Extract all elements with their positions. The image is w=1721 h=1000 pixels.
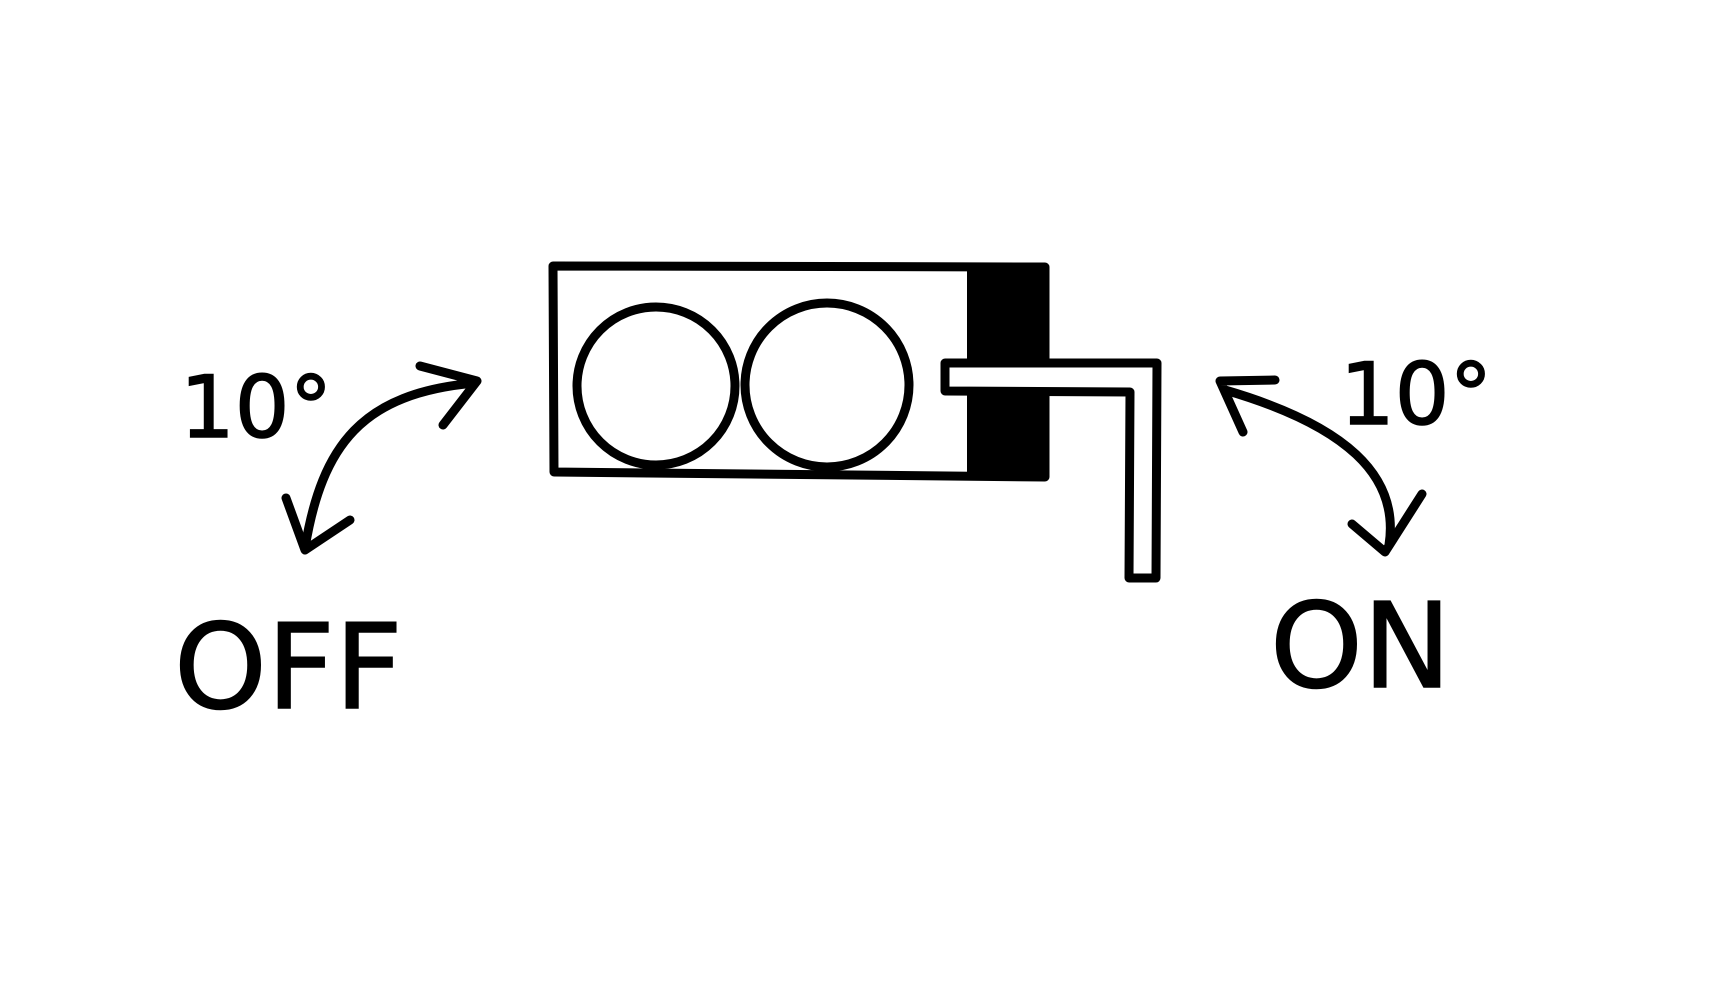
off-arrowhead-bottom <box>281 493 355 555</box>
off-arc <box>300 378 480 553</box>
off-rotation-arrow <box>281 361 482 555</box>
off-arrowhead-top <box>415 361 482 430</box>
on-rotation-arrow <box>1215 375 1427 557</box>
off-label: OFF <box>174 598 403 736</box>
right-circle <box>740 298 914 472</box>
lever-arm <box>940 358 1162 583</box>
on-label: ON <box>1270 577 1451 715</box>
on-arrowhead-top <box>1215 375 1280 437</box>
left-circle <box>572 302 740 470</box>
on-arc <box>1220 385 1395 550</box>
right-angle-label: 10° <box>1340 345 1492 445</box>
left-angle-label: 10° <box>180 358 332 458</box>
on-arrowhead-bottom <box>1347 489 1427 557</box>
